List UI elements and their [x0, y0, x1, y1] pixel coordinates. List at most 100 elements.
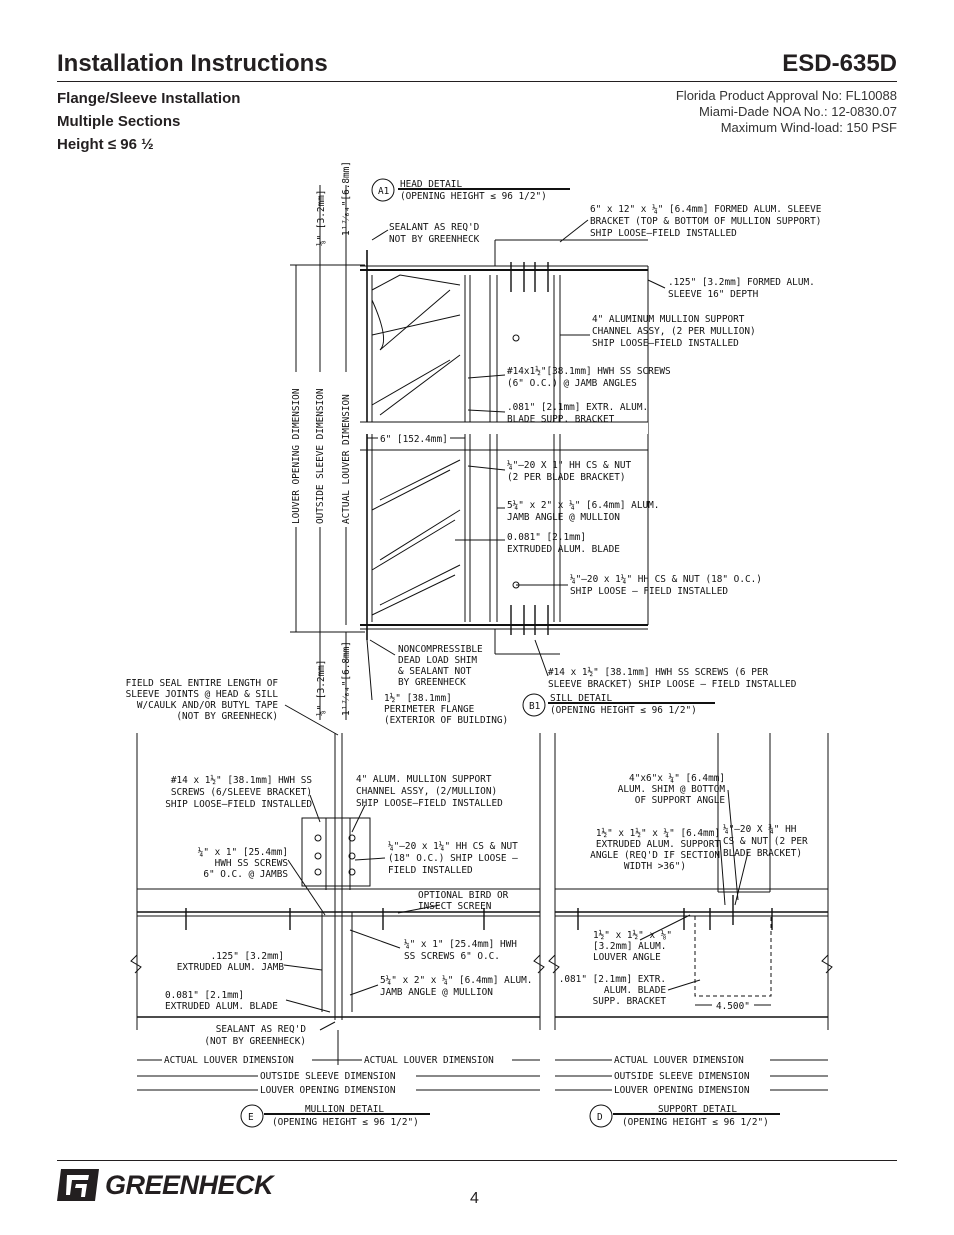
support-louver-angle-2: [3.2mm] ALUM.	[593, 941, 666, 952]
note-blade-1: 0.081" [2.1mm]	[507, 532, 586, 543]
support-shim-3: OF SUPPORT ANGLE	[635, 795, 726, 806]
dim-bot-1: ⅛" [3.2mm]	[316, 660, 327, 716]
dim-top-1: ⅛" [3.2mm]	[316, 190, 327, 246]
mullion-nut-2: (18" O.C.) SHIP LOOSE –	[388, 853, 518, 864]
dim-louver-opening: LOUVER OPENING DIMENSION	[291, 388, 302, 524]
mullion-quarter-2: HWH SS SCREWS	[215, 858, 289, 869]
mullion-quarter-3: 6" O.C. @ JAMBS	[203, 869, 288, 880]
support-angle-3: ANGLE (REQ'D IF SECTION	[590, 850, 720, 861]
support-nut-1: ¼"–20 X ¾" HH	[723, 824, 797, 835]
mullion-tag: E	[248, 1112, 254, 1123]
mullion-detail-sub: (OPENING HEIGHT ≤ 96 1/2")	[272, 1117, 419, 1128]
note-channel-3: SHIP LOOSE–FIELD INSTALLED	[592, 338, 739, 349]
note-blade-2: EXTRUDED ALUM. BLADE	[507, 544, 620, 555]
approval-block: Florida Product Approval No: FL10088 Mia…	[676, 88, 897, 136]
mullion-dim-actual-left: ACTUAL LOUVER DIMENSION	[164, 1055, 294, 1066]
head-detail-sub: (OPENING HEIGHT ≤ 96 1/2")	[400, 191, 547, 202]
approval-windload: Maximum Wind-load: 150 PSF	[720, 120, 897, 135]
sill-detail-title: SILL DETAIL	[550, 693, 612, 704]
model-number: ESD-635D	[782, 50, 897, 77]
note-sleeve-bracket-1: 6" x 12" x ¼" [6.4mm] FORMED ALUM. SLEEV…	[590, 204, 822, 215]
support-tag: D	[597, 1112, 603, 1123]
mullion-screws-3: SHIP LOOSE–FIELD INSTALLED	[165, 799, 312, 810]
support-dim-sleeve: OUTSIDE SLEEVE DIMENSION	[614, 1071, 750, 1082]
note-flange-1: 1½" [38.1mm]	[384, 693, 452, 704]
note-field-seal-1: FIELD SEAL ENTIRE LENGTH OF	[126, 678, 279, 689]
mullion-blade-2: EXTRUDED ALUM. BLADE	[165, 1001, 278, 1012]
note-sleeve-1: .125" [3.2mm] FORMED ALUM.	[668, 277, 815, 288]
note-nut-1: ¼"–20 X 1" HH CS & NUT	[507, 460, 632, 471]
support-dim-opening: LOUVER OPENING DIMENSION	[614, 1085, 750, 1096]
note-sleeve-bracket-2: BRACKET (TOP & BOTTOM OF MULLION SUPPORT…	[590, 216, 821, 227]
note-ship-loose-1: ¼"–20 x 1¼" HH CS & NUT (18" O.C.)	[570, 574, 762, 585]
dim-bot-2: 1¹⁷⁄₆₄"[6.8mm]	[341, 641, 352, 716]
mullion-channel-3: SHIP LOOSE–FIELD INSTALLED	[356, 798, 503, 809]
support-angle-2: EXTRUDED ALUM. SUPPORT	[596, 839, 721, 850]
mullion-hwh-1: ¼" x 1" [25.4mm] HWH	[404, 939, 517, 950]
note-jamb-angle-1: 5¼" x 2" x ¼" [6.4mm] ALUM.	[507, 500, 659, 511]
note-sleeve-bracket-3: SHIP LOOSE–FIELD INSTALLED	[590, 228, 737, 239]
mullion-screws-1: #14 x 1½" [38.1mm] HWH SS	[171, 775, 312, 786]
mullion-jamb-2: EXTRUDED ALUM. JAMB	[177, 962, 285, 973]
note-sleeve-2: SLEEVE 16" DEPTH	[668, 289, 759, 300]
note-sill-screws-1: #14 x 1½" [38.1mm] HWH SS SCREWS (6 PER	[548, 667, 768, 678]
support-louver-angle-3: LOUVER ANGLE	[593, 952, 661, 963]
mullion-blade-1: 0.081" [2.1mm]	[165, 990, 244, 1001]
note-ship-loose-2: SHIP LOOSE – FIELD INSTALLED	[570, 586, 728, 597]
mullion-detail-title: MULLION DETAIL	[305, 1104, 384, 1115]
mullion-channel-2: CHANNEL ASSY, (2/MULLION)	[356, 786, 497, 797]
support-detail-sub: (OPENING HEIGHT ≤ 96 1/2")	[622, 1117, 769, 1128]
mullion-nut-3: FIELD INSTALLED	[388, 865, 473, 876]
note-sealant-1: SEALANT AS REQ'D	[389, 222, 480, 233]
note-screws-1: #14x1½"[38.1mm] HWH SS SCREWS	[507, 366, 671, 377]
mullion-hwh-2: SS SCREWS 6" O.C.	[404, 951, 500, 962]
support-shim-1: 4"x6"x ¼" [6.4mm]	[629, 773, 725, 784]
mullion-screws-2: SCREWS (6/SLEEVE BRACKET)	[171, 787, 312, 798]
footer-rule	[57, 1160, 897, 1161]
dim-actual-louver: ACTUAL LOUVER DIMENSION	[341, 394, 352, 524]
support-angle-4: WIDTH >36")	[624, 861, 686, 872]
note-jamb-angle-2: JAMB ANGLE @ MULLION	[507, 512, 620, 523]
mullion-sealant-2: (NOT BY GREENHECK)	[204, 1036, 306, 1047]
brand-name: GREENHECK	[105, 1169, 274, 1200]
support-bracket-1: .081" [2.1mm] EXTR.	[559, 974, 666, 985]
mullion-sealant-1: SEALANT AS REQ'D	[216, 1024, 307, 1035]
sill-tag: B1	[529, 701, 541, 712]
support-nut-3: BLADE BRACKET)	[723, 848, 802, 859]
dim-six-inch: 6" [152.4mm]	[380, 434, 448, 445]
mullion-jamb-angle-2: JAMB ANGLE @ MULLION	[380, 987, 493, 998]
mullion-channel-1: 4" ALUM. MULLION SUPPORT	[356, 774, 492, 785]
header-rule	[57, 81, 897, 82]
subheading-1: Flange/Sleeve Installation	[57, 90, 241, 107]
subheading-2: Multiple Sections	[57, 113, 181, 130]
note-sill-screws-2: SLEEVE BRACKET) SHIP LOOSE – FIELD INSTA…	[548, 679, 797, 690]
note-bracket-1: .081" [2.1mm] EXTR. ALUM.	[507, 402, 648, 413]
note-nut-2: (2 PER BLADE BRACKET)	[507, 472, 626, 483]
support-bracket-3: SUPP. BRACKET	[593, 996, 667, 1007]
approval-miami: Miami-Dade NOA No.: 12-0830.07	[699, 104, 897, 119]
support-dim-width: 4.500"	[716, 1001, 750, 1012]
note-channel-1: 4" ALUMINUM MULLION SUPPORT	[592, 314, 745, 325]
dim-outside-sleeve: OUTSIDE SLEEVE DIMENSION	[315, 388, 326, 524]
note-field-seal-4: (NOT BY GREENHECK)	[176, 711, 278, 722]
support-bracket-2: ALUM. BLADE	[604, 985, 666, 996]
support-louver-angle-1: 1½" x 1½" x ⅛"	[593, 930, 672, 941]
mullion-dim-opening: LOUVER OPENING DIMENSION	[260, 1085, 396, 1096]
note-flange-3: (EXTERIOR OF BUILDING)	[384, 715, 508, 726]
greenheck-logo: GREENHECK	[57, 1165, 274, 1205]
note-shim-4: BY GREENHECK	[398, 677, 466, 688]
note-shim-2: DEAD LOAD SHIM	[398, 655, 477, 666]
note-field-seal-3: W/CAULK AND/OR BUTYL TAPE	[137, 700, 278, 711]
greenheck-mark-icon	[57, 1169, 99, 1201]
page-number: 4	[470, 1190, 479, 1207]
support-detail-title: SUPPORT DETAIL	[658, 1104, 737, 1115]
mullion-nut-1: ¼"–20 x 1¼" HH CS & NUT	[388, 841, 518, 852]
mullion-screen-1: OPTIONAL BIRD OR	[418, 890, 509, 901]
note-channel-2: CHANNEL ASSY, (2 PER MULLION)	[592, 326, 756, 337]
support-nut-2: CS & NUT (2 PER	[723, 836, 808, 847]
mullion-dim-actual-right: ACTUAL LOUVER DIMENSION	[364, 1055, 494, 1066]
note-shim-1: NONCOMPRESSIBLE	[398, 644, 483, 655]
support-dim-actual: ACTUAL LOUVER DIMENSION	[614, 1055, 744, 1066]
mullion-jamb-angle-1: 5¼" x 2" x ¼" [6.4mm] ALUM.	[380, 975, 532, 986]
